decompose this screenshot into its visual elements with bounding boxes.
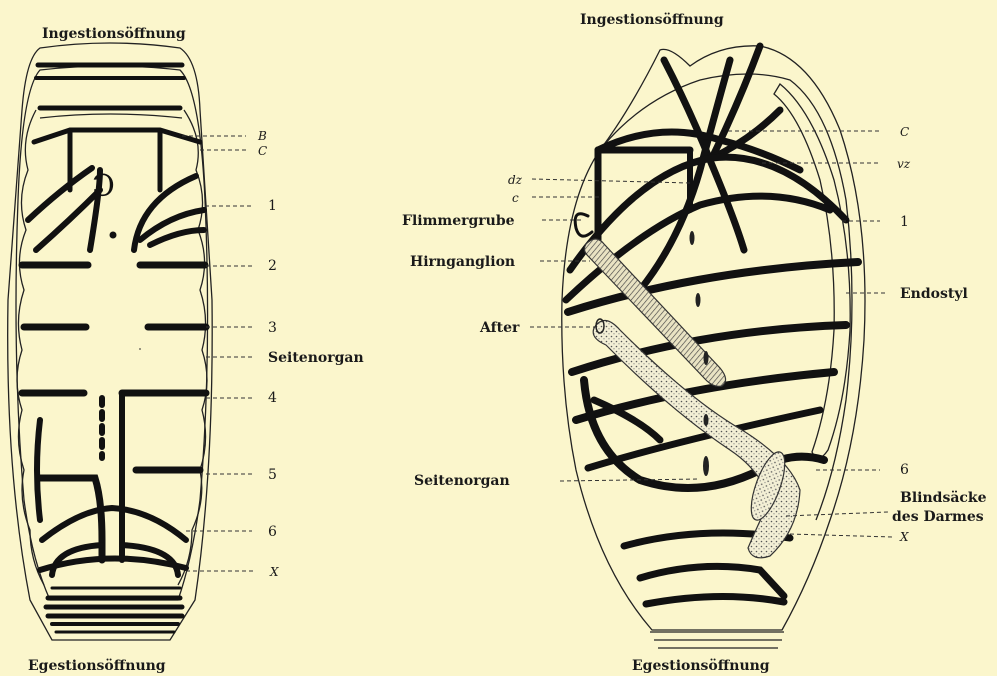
left-marker-1: 1 <box>268 198 277 214</box>
right-top-label: Ingestionsöffnung <box>580 12 724 28</box>
right-label-endostyl: Endostyl <box>900 286 968 302</box>
right-marker-1: 1 <box>900 214 909 230</box>
right-leader-lines <box>530 131 892 537</box>
right-bottom-stripes <box>650 632 784 648</box>
right-label-seitenorgan: Seitenorgan <box>414 473 510 489</box>
right-label-flimmergrube: Flimmergrube <box>402 213 515 229</box>
left-inner-body <box>16 66 208 600</box>
right-marker-6: 6 <box>900 462 909 478</box>
right-bottom-label: Egestionsöffnung <box>632 658 770 674</box>
left-figure: Ɔ <box>8 26 364 674</box>
right-label-blindsaecke: Blindsäcke <box>900 490 987 506</box>
left-marker-x: X <box>269 565 279 579</box>
right-label-hirnganglion: Hirnganglion <box>410 254 515 270</box>
left-marker-2: 2 <box>268 258 277 274</box>
right-label-after: After <box>479 320 520 336</box>
left-marker-c: C <box>258 144 267 158</box>
right-marker-c: C <box>900 125 909 139</box>
left-marker-3: 3 <box>268 320 277 336</box>
left-top-stripes <box>36 65 184 118</box>
right-marker-c-small: c <box>512 191 519 205</box>
left-marker-seitenorgan: Seitenorgan <box>268 350 364 366</box>
left-ganglion-dot <box>110 232 117 239</box>
right-marker-vz: vz <box>897 157 911 171</box>
left-marker-b: B <box>257 129 267 143</box>
left-bottom-label: Egestionsöffnung <box>28 658 166 674</box>
left-marker-4: 4 <box>268 390 277 406</box>
left-marker-5: 5 <box>268 467 277 483</box>
right-marker-dz: dz <box>508 173 523 187</box>
left-marker-6: 6 <box>268 524 277 540</box>
left-muscle-band-1 <box>28 168 204 250</box>
left-muscle-band-c <box>34 130 200 190</box>
right-flimmergrube-mark <box>575 214 592 236</box>
left-top-label: Ingestionsöffnung <box>42 26 186 42</box>
right-marker-x: X <box>899 530 909 544</box>
left-bottom-stripes <box>46 588 182 632</box>
left-outer-tunic <box>8 43 213 640</box>
right-figure: Ingestionsöffnung Egestionsöffnung C vz … <box>402 12 987 674</box>
right-label-des-darmes: des Darmes <box>892 509 984 525</box>
